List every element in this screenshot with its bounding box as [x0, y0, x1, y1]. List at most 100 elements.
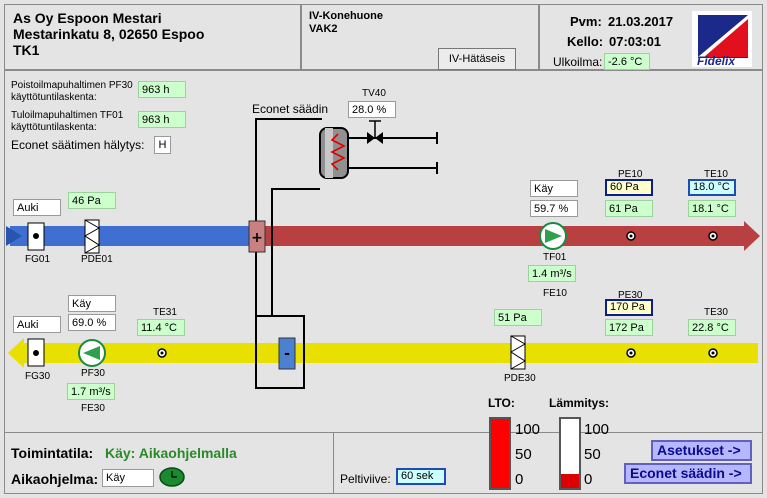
econet-controller-button[interactable]: Econet säädin -> [624, 463, 752, 484]
tf01-hours-value: 963 h [138, 111, 186, 128]
heat-recovery-coil-exhaust-icon: - [278, 337, 296, 370]
main-diagram-panel [4, 70, 763, 432]
tf01-label: TF01 [543, 252, 567, 263]
unit-name: VAK2 [309, 23, 338, 35]
outdoor-label: Ulkoilma: [553, 55, 603, 69]
fg30-label: FG30 [25, 371, 51, 382]
heating-coil-icon [319, 127, 349, 179]
outdoor-inlet-arrow-icon [6, 226, 22, 246]
pf30-hours-value: 963 h [138, 81, 186, 98]
heating-label: Lämmitys: [549, 396, 610, 410]
econet-pipe-2 [271, 188, 320, 316]
exhaust-arrow-icon [8, 338, 24, 368]
svg-text:+: + [251, 230, 263, 246]
econet-alarm-value[interactable]: H [154, 136, 171, 154]
fidelix-logo-icon: Fidelix [692, 11, 752, 68]
tv40-label: TV40 [362, 88, 386, 99]
heating-scale-0: 0 [584, 471, 593, 488]
supply-arrow-icon [744, 221, 760, 251]
filter-pde30-icon [510, 335, 527, 370]
fidelix-logo-text: Fidelix [697, 54, 736, 68]
sensor-te30-icon [708, 348, 718, 358]
pde01-value: 46 Pa [68, 192, 116, 209]
pe10-label: PE10 [618, 169, 643, 180]
te31-label: TE31 [153, 307, 177, 318]
header-time-panel: Pvm: 21.03.2017 Kello: 07:03:01 Ulkoilma… [539, 4, 763, 70]
pde30-label: PDE30 [504, 373, 536, 384]
exhaust-air-duct [22, 343, 758, 363]
pe10-value: 61 Pa [605, 200, 653, 217]
lto-label: LTO: [488, 396, 515, 410]
svg-text:-: - [284, 346, 290, 362]
pf30-hours-label-2: käyttötuntilaskenta: [11, 92, 97, 103]
fe10-label: FE10 [543, 288, 567, 299]
heating-bar-fill [561, 474, 579, 488]
pde30-value: 51 Pa [494, 309, 542, 326]
tv40-value[interactable]: 28.0 % [348, 101, 396, 118]
econet-pipe [255, 118, 322, 389]
date-value: 21.03.2017 [608, 14, 674, 29]
lto-scale-100: 100 [515, 421, 541, 438]
tf01-hours-label-1: Tuloilmapuhaltimen TF01 [11, 110, 124, 121]
outdoor-air-duct [10, 226, 258, 246]
mode-label: Toimintatila: [11, 445, 94, 461]
heating-scale-50: 50 [584, 446, 601, 463]
damper-delay-label: Peltiviive: [340, 472, 391, 486]
te10-value: 18.1 °C [688, 200, 736, 217]
outdoor-temp-value: -2.6 °C [604, 53, 650, 70]
date-label: Pvm: [570, 14, 602, 29]
fg30-state[interactable]: Auki [13, 316, 61, 333]
emergency-stop-button[interactable]: IV-Hätäseis [438, 48, 516, 70]
schedule-value[interactable]: Käy [102, 469, 154, 487]
econet-controller-label: Econet säädin [252, 102, 329, 116]
pf30-hours-label-1: Poistoilmapuhaltimen PF30 [11, 80, 133, 91]
clock-icon[interactable] [159, 467, 185, 487]
pde01-label: PDE01 [81, 254, 113, 265]
filter-pde01-icon [84, 219, 101, 254]
site-unit: TK1 [13, 42, 40, 58]
te10-setpoint[interactable]: 18.0 °C [688, 179, 736, 196]
fe30-label: FE30 [81, 403, 105, 414]
pf30-speed[interactable]: 69.0 % [68, 314, 116, 331]
settings-button[interactable]: Asetukset -> [651, 440, 752, 461]
pf30-state[interactable]: Käy [68, 295, 116, 312]
heating-scale-100: 100 [584, 421, 610, 438]
supply-air-duct [258, 226, 744, 246]
fe10-value: 1.4 m³/s [528, 265, 576, 282]
pf30-label: PF30 [81, 368, 105, 379]
header-site-panel: As Oy Espoon Mestari Mestarinkatu 8, 026… [4, 4, 301, 70]
site-address: Mestarinkatu 8, 02650 Espoo [13, 26, 205, 42]
te31-value: 11.4 °C [137, 319, 185, 336]
te30-value: 22.8 °C [688, 319, 736, 336]
sensor-pe30-icon [626, 348, 636, 358]
site-name: As Oy Espoon Mestari [13, 10, 162, 26]
damper-delay-value[interactable]: 60 sek [396, 468, 446, 485]
fg01-label: FG01 [25, 254, 51, 265]
sensor-pe10-icon [626, 231, 636, 241]
valve-icon [367, 120, 383, 144]
heat-recovery-coil-supply-icon: + [248, 220, 266, 253]
clock-label: Kello: [567, 34, 604, 49]
header-room-panel: IV-Konehuone VAK2 IV-Hätäseis [301, 4, 539, 70]
te30-label: TE30 [704, 307, 728, 318]
room-name: IV-Konehuone [309, 10, 383, 22]
te10-label: TE10 [704, 169, 728, 180]
mode-value: Käy: Aikaohjelmalla [105, 445, 237, 461]
fan-pf30-icon [78, 339, 106, 367]
lto-bar [489, 417, 511, 490]
sensor-te10-icon [708, 231, 718, 241]
pe10-setpoint[interactable]: 60 Pa [605, 179, 653, 196]
schedule-label: Aikaohjelma: [11, 471, 99, 487]
tf01-speed[interactable]: 59.7 % [530, 200, 578, 217]
fe30-value: 1.7 m³/s [67, 383, 115, 400]
heating-bar [559, 417, 581, 490]
tf01-hours-label-2: käyttötuntilaskenta: [11, 122, 97, 133]
lto-bar-fill [491, 419, 509, 488]
pe30-setpoint[interactable]: 170 Pa [605, 299, 653, 316]
fan-tf01-icon [539, 222, 567, 250]
tf01-state[interactable]: Käy [530, 180, 578, 197]
damper-fg01-icon [27, 222, 45, 251]
fg01-state[interactable]: Auki [13, 199, 61, 216]
econet-alarm-label: Econet säätimen hälytys: [11, 138, 145, 152]
